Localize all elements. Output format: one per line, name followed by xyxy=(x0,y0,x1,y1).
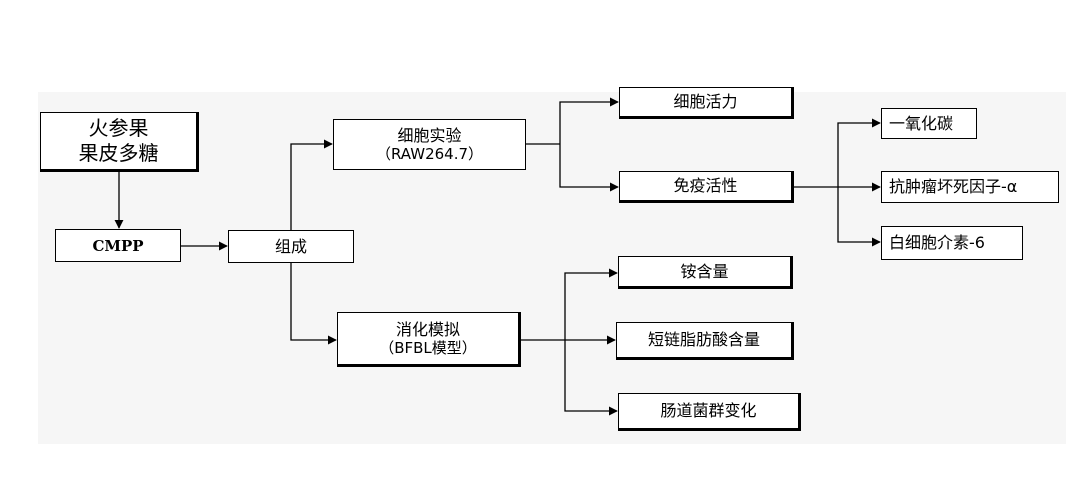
node-scfa-content: 短链脂肪酸含量 xyxy=(616,322,794,360)
node-cell-viability-label: 细胞活力 xyxy=(673,92,738,112)
edge-composition-to-cell-experiment xyxy=(290,139,333,230)
node-root-line2: 果皮多糖 xyxy=(78,141,159,165)
node-ammonium-content: 铵含量 xyxy=(618,256,793,289)
node-digestion-model-line2: （BFBL模型） xyxy=(379,339,477,358)
edge-to-ammonium-content xyxy=(564,268,618,340)
node-composition: 组成 xyxy=(228,230,354,263)
node-interleukin-6-label: 白细胞介素-6 xyxy=(889,233,985,253)
node-cell-viability: 细胞活力 xyxy=(619,87,794,119)
edge-to-immune-activity xyxy=(559,144,619,192)
node-gut-flora-change: 肠道菌群变化 xyxy=(618,393,801,431)
node-cell-experiment: 细胞实验 （RAW264.7） xyxy=(333,119,526,170)
node-digestion-model-line1: 消化模拟 xyxy=(395,319,460,339)
node-nitric-oxide: 一氧化碳 xyxy=(881,108,977,139)
edge-composition-to-digestion-model xyxy=(290,262,337,345)
node-scfa-content-label: 短链脂肪酸含量 xyxy=(647,330,760,350)
node-nitric-oxide-label: 一氧化碳 xyxy=(889,113,954,133)
edge-to-interleukin-6 xyxy=(837,187,881,247)
edge-to-nitric-oxide xyxy=(837,118,881,187)
node-root-polysaccharide: 火参果 果皮多糖 xyxy=(40,112,199,172)
node-composition-label: 组成 xyxy=(274,236,307,256)
node-cmpp-label: CMPP xyxy=(92,236,144,255)
node-immune-activity: 免疫活性 xyxy=(619,171,794,203)
edge-to-gut-flora-change xyxy=(564,340,618,416)
diagram-background xyxy=(38,92,1066,444)
node-gut-flora-change-label: 肠道菌群变化 xyxy=(660,401,757,421)
node-cell-experiment-line1: 细胞实验 xyxy=(397,125,462,145)
node-digestion-model: 消化模拟 （BFBL模型） xyxy=(337,312,521,367)
edge-to-cell-viability xyxy=(559,97,619,144)
node-tnf-alpha: 抗肿瘤坏死因子-α xyxy=(881,171,1059,203)
node-cmpp: CMPP xyxy=(55,229,181,262)
node-immune-activity-label: 免疫活性 xyxy=(673,176,738,196)
node-ammonium-content-label: 铵含量 xyxy=(680,261,729,281)
node-interleukin-6: 白细胞介素-6 xyxy=(881,226,1023,260)
node-cell-experiment-line2: （RAW264.7） xyxy=(375,145,484,164)
node-tnf-alpha-label: 抗肿瘤坏死因子-α xyxy=(889,177,1018,197)
node-root-line1: 火参果 xyxy=(88,116,149,140)
